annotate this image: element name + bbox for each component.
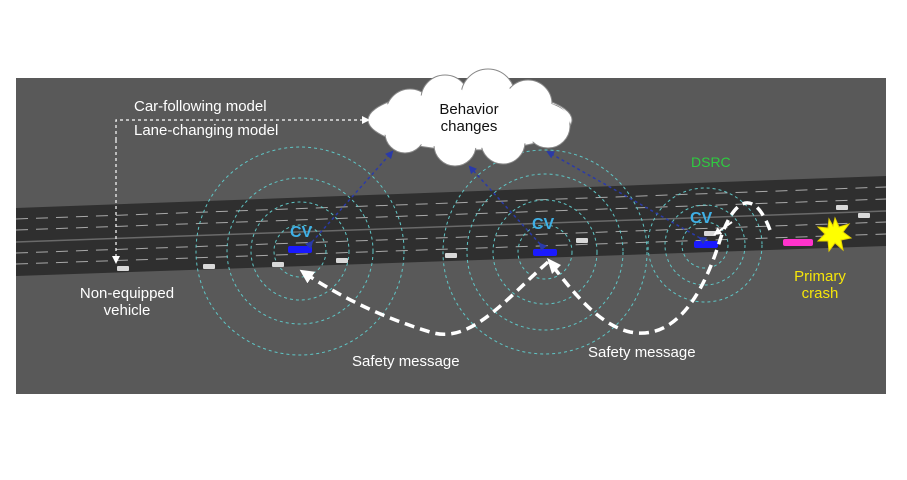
non-equipped-vehicle xyxy=(858,213,870,218)
dsrc-label: DSRC xyxy=(691,154,731,170)
lane-marking xyxy=(15,233,887,265)
non-equipped-label: Non-equipped vehicle xyxy=(63,285,191,320)
cloud-links xyxy=(305,150,708,252)
non-equipped-vehicle xyxy=(445,253,457,258)
safety-message-path-1 xyxy=(299,260,550,336)
primary-crash-label: Primary crash xyxy=(785,268,855,303)
cv-label-1: CV xyxy=(290,224,313,241)
road-median xyxy=(15,210,887,243)
primary-line-2: crash xyxy=(801,285,839,303)
connected-vehicle-2 xyxy=(533,249,557,256)
cloud-link-cv2 xyxy=(468,165,547,252)
safety-message-path-2 xyxy=(550,201,772,335)
cv-label-3: CV xyxy=(690,210,713,227)
non-equipped-vehicle xyxy=(203,264,215,269)
safety-message-label-2: Safety message xyxy=(588,344,696,361)
non-equipped-vehicle xyxy=(272,262,284,267)
cloud-link-cv3 xyxy=(546,151,708,245)
crashed-vehicle xyxy=(783,239,813,246)
cv-label-2: CV xyxy=(532,216,555,233)
primary-line-1: Primary xyxy=(794,268,846,285)
lane-changing-label: Lane-changing model xyxy=(134,122,279,139)
behavior-line-1: Behavior xyxy=(439,101,499,118)
connected-vehicle-3 xyxy=(694,241,718,248)
non-equipped-vehicle xyxy=(336,258,348,263)
model-to-cloud-arrow xyxy=(115,116,370,140)
lane-marking xyxy=(15,186,887,220)
non-equipped-vehicle xyxy=(576,238,588,243)
behavior-changes-text: Behavior changes xyxy=(424,101,514,136)
safety-message-arrowhead-2 xyxy=(547,258,561,274)
crash-burst-icon xyxy=(816,216,853,253)
non-equipped-line-2: vehicle xyxy=(103,302,151,320)
non-equipped-vehicle xyxy=(704,231,716,236)
connected-vehicle-1 xyxy=(288,246,312,253)
dsrc-range-cv1 xyxy=(195,146,405,356)
car-following-label: Car-following model xyxy=(134,98,267,115)
behavior-line-2: changes xyxy=(440,118,498,136)
non-equipped-vehicle xyxy=(836,205,848,210)
lane-marking xyxy=(15,198,887,231)
non-equipped-line-1: Non-equipped xyxy=(79,285,175,302)
lane-marking xyxy=(15,221,887,254)
non-equipped-vehicle xyxy=(117,266,129,271)
cloud-link-cv1 xyxy=(305,150,394,250)
safety-message-label-1: Safety message xyxy=(352,353,460,370)
crash-to-cv3-arrow xyxy=(713,221,733,236)
